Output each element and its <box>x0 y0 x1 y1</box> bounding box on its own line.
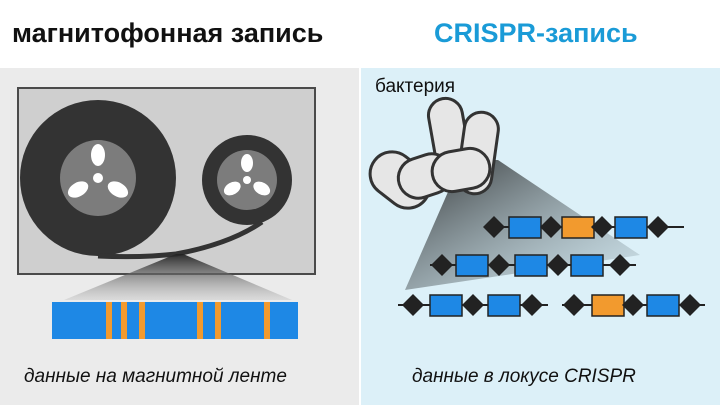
crispr-data-caption: данные в локусе CRISPR <box>412 366 636 387</box>
crispr-locus-row-3a <box>398 294 548 317</box>
reel-icon <box>223 154 271 196</box>
crispr-locus-icon <box>398 216 705 317</box>
crispr-locus-row-2 <box>430 254 636 277</box>
tape-data-caption: данные на магнитной ленте <box>24 366 287 387</box>
magnetic-tape-strip <box>52 302 298 339</box>
crispr-locus-row-1 <box>483 216 684 239</box>
crispr-recording-heading: CRISPR-запись <box>434 18 638 48</box>
reel-icon <box>67 144 129 198</box>
tape-recorder-icon <box>17 87 316 300</box>
crispr-locus-row-3b <box>562 294 705 317</box>
tape-recording-heading: магнитофонная запись <box>12 18 324 48</box>
panel-divider <box>359 68 361 405</box>
bacteria-label: бактерия <box>375 76 456 97</box>
bacteria-icon <box>368 96 500 210</box>
